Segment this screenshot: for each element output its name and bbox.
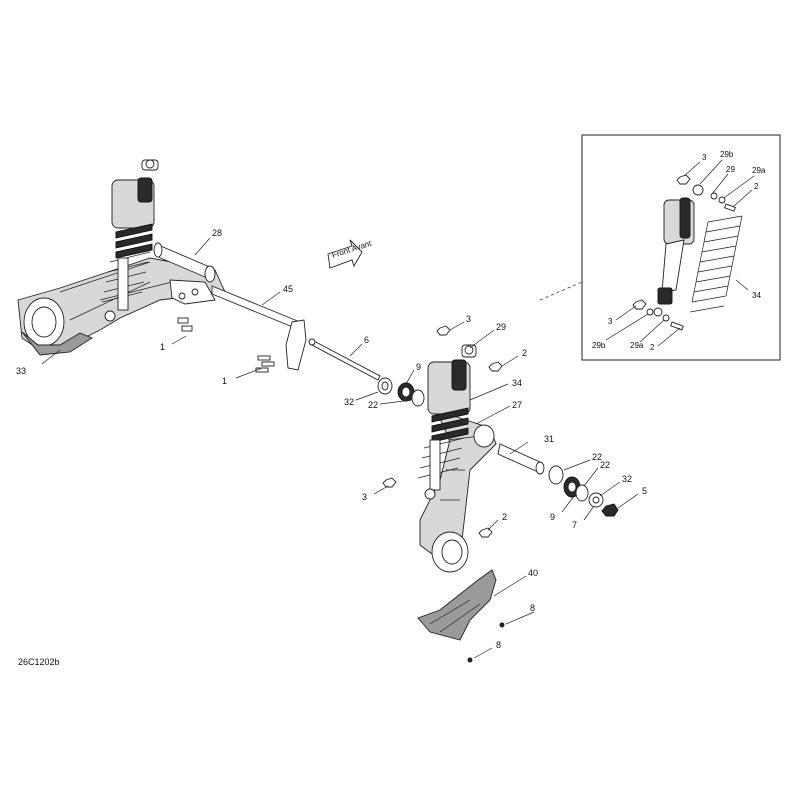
callout-2b: 2 <box>502 512 507 522</box>
drawing-code: 26C1202b <box>18 657 60 667</box>
left-assembly <box>17 159 307 373</box>
nut-3-upper <box>436 325 451 336</box>
inset-connector <box>539 281 583 301</box>
center-shock-absorber <box>417 344 477 500</box>
callout-22a: 22 <box>368 400 378 410</box>
bearing-22-right-b <box>575 484 589 502</box>
callout-40: 40 <box>528 568 538 578</box>
bolt-2-lower <box>478 527 493 538</box>
link-bracket <box>285 319 307 371</box>
callout-31: 31 <box>544 434 554 444</box>
callout-7: 7 <box>572 520 577 530</box>
fastener-8-upper <box>499 622 505 628</box>
inset-spring-34 <box>689 215 743 313</box>
left-shock-absorber <box>101 159 159 322</box>
callout-1a: 1 <box>160 342 165 352</box>
leader-lines <box>41 237 639 659</box>
skid-plate-40 <box>417 569 497 641</box>
callout-8a: 8 <box>530 603 535 613</box>
callout-34: 34 <box>512 378 522 388</box>
callout-29: 29 <box>496 322 506 332</box>
callout-22c: 22 <box>600 460 610 470</box>
bolt-2-upper <box>488 361 503 372</box>
callout-3a: 3 <box>466 314 471 324</box>
inset-callout-2b: 2 <box>650 343 655 352</box>
callout-32a: 32 <box>344 397 354 407</box>
nut-3-lower <box>382 477 397 488</box>
callout-9b: 9 <box>550 512 555 522</box>
callout-22b: 22 <box>592 452 602 462</box>
callout-45: 45 <box>283 284 293 294</box>
inset-callout-29a-b: 29a <box>630 341 644 350</box>
bolts-1-lower <box>255 355 275 373</box>
callout-3b: 3 <box>362 492 367 502</box>
inset-callout-29b-b: 29b <box>592 341 606 350</box>
bolt-6 <box>308 338 381 381</box>
callout-6: 6 <box>364 335 369 345</box>
inset-shock-absorber <box>653 184 704 317</box>
inset-callout-34: 34 <box>752 291 761 300</box>
callout-9a: 9 <box>416 362 421 372</box>
callout-33: 33 <box>16 366 26 376</box>
bolts-1-upper <box>177 317 193 332</box>
nut-5 <box>601 503 619 517</box>
front-arrow: Front Avant <box>327 239 373 269</box>
callout-32b: 32 <box>622 474 632 484</box>
inset-callout-3b: 3 <box>608 317 613 326</box>
inset-callout-29a-a: 29a <box>752 166 766 175</box>
callouts: 1 1 33 28 45 6 3 29 2 9 32 22 34 27 31 2… <box>16 228 647 650</box>
callout-8b: 8 <box>496 640 501 650</box>
inset-callout-2a: 2 <box>754 182 759 191</box>
inset-callout-29b-a: 29b <box>720 150 734 159</box>
bearing-22-left <box>411 389 425 407</box>
callout-27: 27 <box>512 400 522 410</box>
callout-5: 5 <box>642 486 647 496</box>
callout-28: 28 <box>212 228 222 238</box>
fastener-8-lower <box>467 657 473 663</box>
callout-2a: 2 <box>522 348 527 358</box>
bearing-22-right-a <box>548 465 564 485</box>
inset-callout-29: 29 <box>726 165 735 174</box>
center-assembly <box>377 325 619 663</box>
callout-1b: 1 <box>222 376 227 386</box>
inset-detail: 3 29b 29 29a 2 34 3 29b 29a 2 <box>581 134 781 361</box>
inset-callout-3a: 3 <box>702 153 707 162</box>
